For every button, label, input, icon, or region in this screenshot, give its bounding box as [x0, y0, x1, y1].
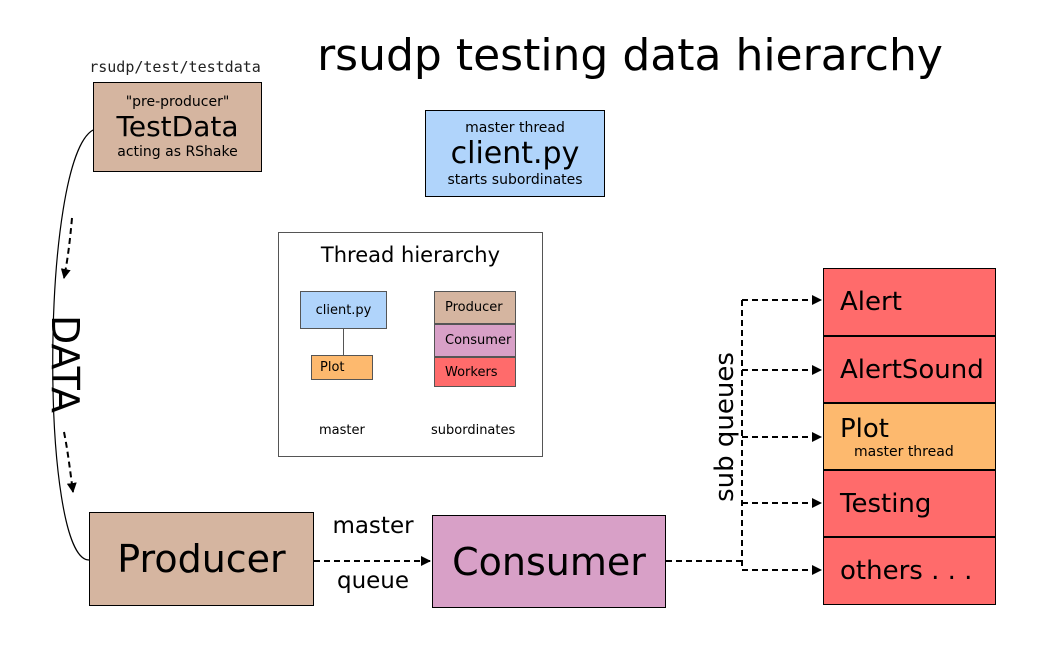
worker-plot-label: Plot [840, 413, 890, 444]
producer-box: Producer [89, 512, 314, 606]
worker-testing: Testing [823, 470, 996, 537]
testdata-to-producer-curve [52, 129, 94, 561]
legend-subordinates-label: subordinates [431, 423, 516, 438]
consumer-box: Consumer [432, 515, 666, 608]
data-flow-arrow-lower [63, 431, 77, 493]
legend-consumer-box: Consumer [434, 324, 516, 357]
testdata-bottom-label: acting as RShake [117, 144, 238, 160]
worker-others-label: others . . . [840, 556, 973, 586]
worker-testing-label: Testing [840, 488, 932, 519]
worker-others: others . . . [823, 537, 996, 605]
legend-workers-box: Workers [434, 357, 516, 387]
client-top-label: master thread [465, 119, 565, 136]
worker-alert: Alert [823, 268, 996, 336]
legend-client-box: client.py [300, 291, 387, 329]
client-bottom-label: starts subordinates [447, 171, 583, 188]
client-box: master thread client.py starts subordina… [425, 110, 605, 197]
worker-alert-label: Alert [840, 287, 902, 317]
worker-plot: Plot master thread [823, 403, 996, 470]
worker-alertsound: AlertSound [823, 336, 996, 403]
testdata-name: TestData [116, 110, 239, 143]
testdata-box: "pre-producer" TestData acting as RShake [93, 82, 262, 172]
worker-plot-sublabel: master thread [854, 443, 954, 460]
master-queue-label-line2: queue [336, 568, 410, 594]
legend-connector [343, 329, 344, 355]
data-label: DATA [43, 315, 87, 413]
thread-hierarchy-legend: Thread hierarchy client.py Plot Producer… [278, 232, 543, 457]
worker-stack: Alert AlertSound Plot master thread Test… [823, 268, 996, 605]
client-name: client.py [450, 135, 580, 171]
testdata-top-label: "pre-producer" [125, 94, 230, 110]
worker-alertsound-label: AlertSound [840, 354, 984, 385]
data-flow-arrow-upper [60, 217, 73, 279]
legend-producer-box: Producer [434, 291, 516, 324]
legend-plot-box: Plot [311, 355, 373, 380]
source-path: rsudp/test/testdata [89, 58, 261, 76]
sub-queues-label: sub queues [710, 352, 740, 502]
master-queue-label-line1: master [332, 513, 414, 539]
legend-title: Thread hierarchy [320, 243, 501, 267]
legend-master-label: master [319, 423, 365, 438]
diagram-title: rsudp testing data hierarchy [317, 30, 943, 81]
